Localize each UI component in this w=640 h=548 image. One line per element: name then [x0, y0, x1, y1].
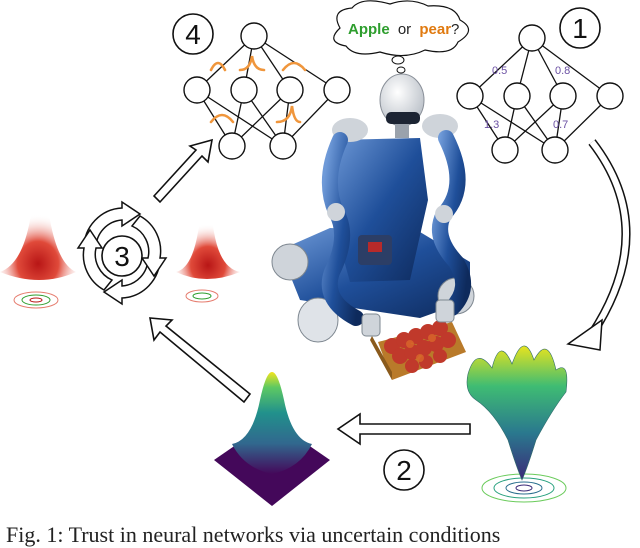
flow-arrow [336, 412, 471, 446]
gaussian-surface-icon [466, 345, 568, 503]
question-mark: ? [451, 21, 459, 38]
weight-label: 0.8 [555, 65, 570, 77]
figure-caption: Fig. 1: Trust in neural networks via unc… [6, 522, 501, 547]
weight-label: 1.3 [484, 119, 499, 131]
arrow-head [566, 318, 603, 351]
weight-label: 0.7 [553, 119, 568, 131]
robot-icon [271, 73, 475, 343]
step-1-label: 1 [572, 13, 588, 44]
step-3-circle [101, 235, 143, 277]
gaussian-surface-icon [176, 210, 240, 303]
thought-bubble-icon [333, 0, 470, 74]
step-2-label: 2 [396, 455, 412, 486]
neural-network-icon [456, 24, 624, 164]
flow-arrow [152, 138, 214, 204]
step-4-circle [172, 13, 214, 55]
or-word: or [398, 21, 411, 38]
step-2-circle [383, 449, 425, 491]
step-3-label: 3 [114, 241, 130, 272]
cycle-arrows-icon [76, 200, 168, 306]
thought-text: Apple or pear? [348, 21, 459, 38]
weight-label: 0.5 [492, 65, 507, 77]
orange-distribution-marks [209, 55, 307, 124]
gaussian-surface-icon [0, 198, 76, 309]
pear-word: pear [419, 21, 451, 38]
apple-word: Apple [348, 21, 390, 38]
step-4-label: 4 [185, 19, 201, 50]
flow-arrow [589, 140, 629, 336]
step-1-circle [559, 7, 601, 49]
neural-network-icon [183, 22, 351, 160]
apple-crate-icon [361, 299, 466, 380]
flow-arrow [149, 317, 252, 404]
gaussian-surface-icon [214, 372, 330, 506]
